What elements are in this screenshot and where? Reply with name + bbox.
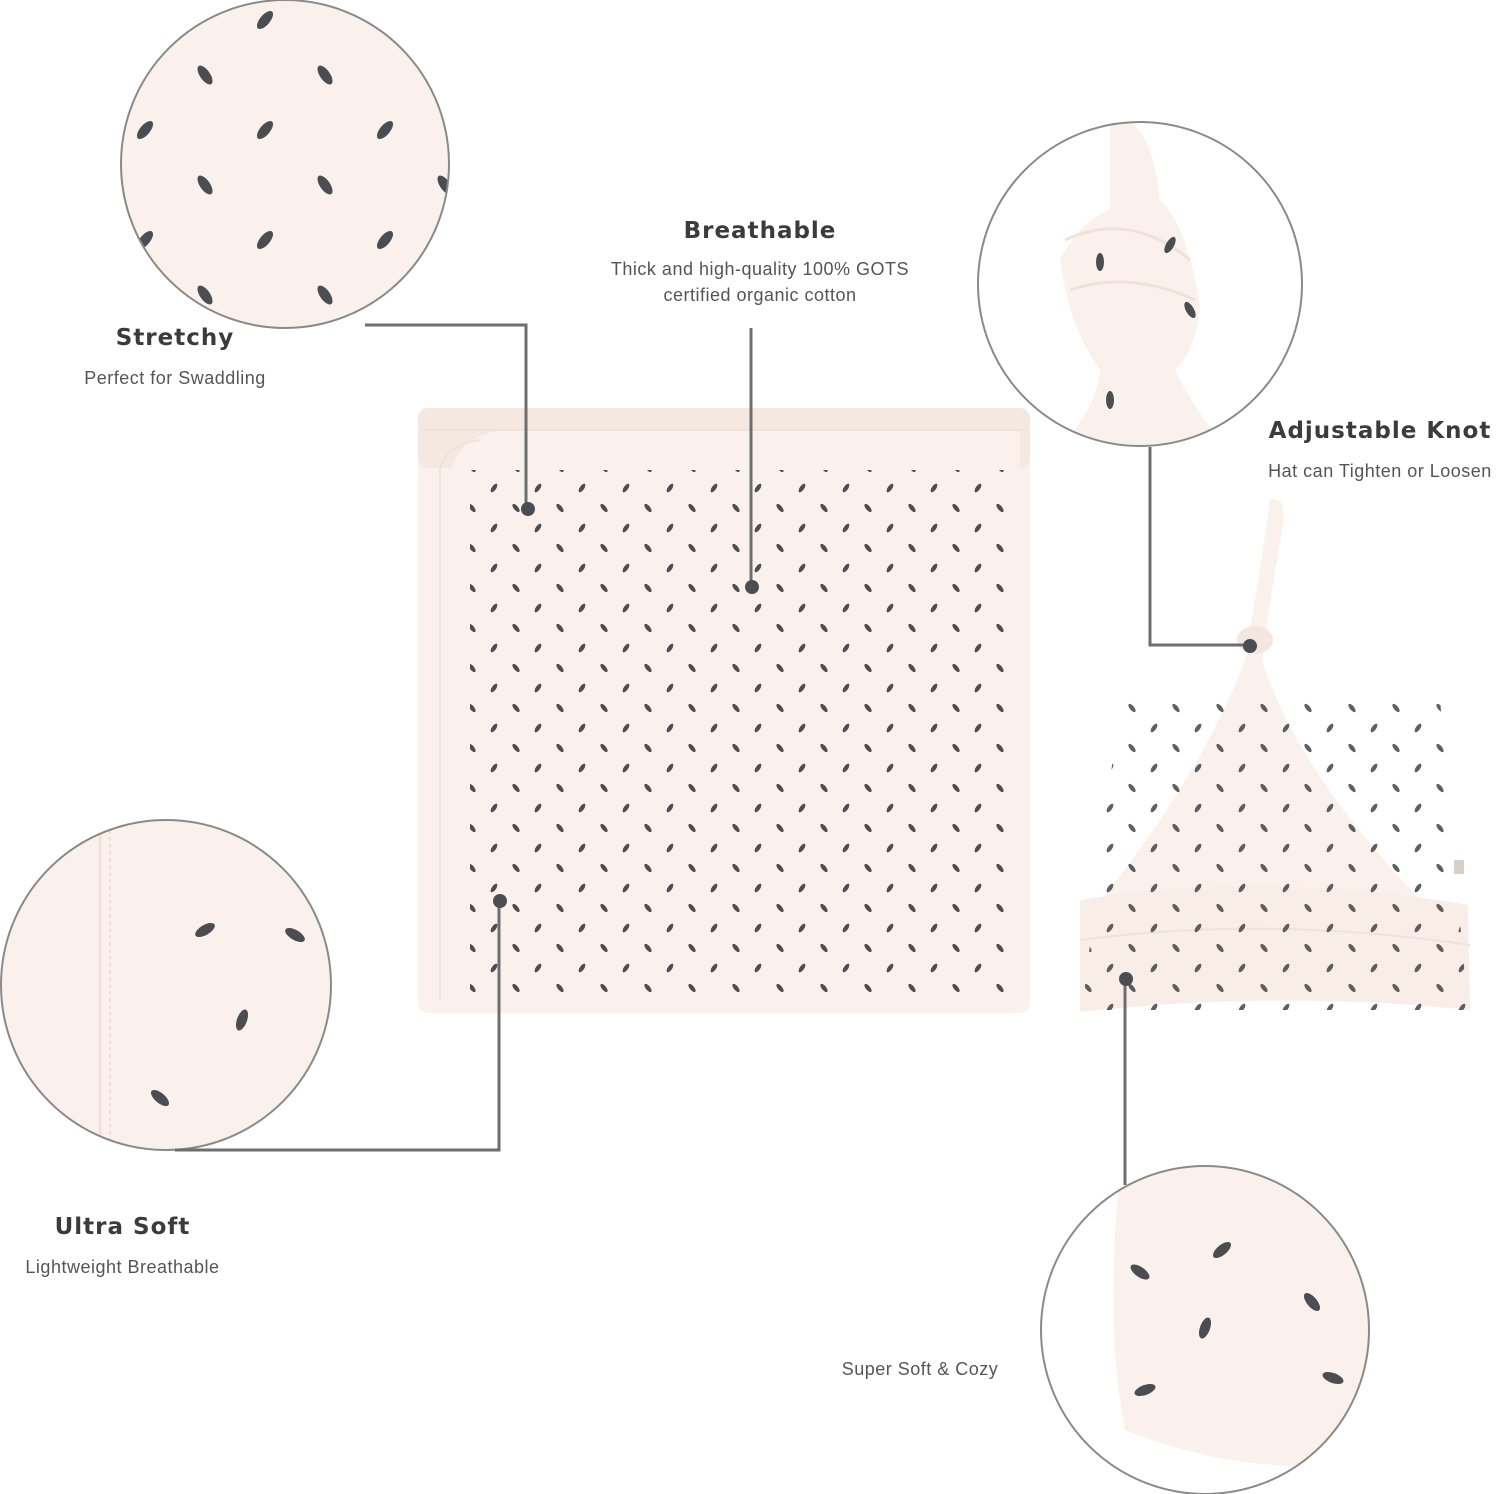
stretchy-callout: Stretchy Perfect for Swaddling — [40, 325, 310, 391]
breathable-description: Thick and high-quality 100% GOTS certifi… — [560, 256, 960, 308]
leader-dot-breathable — [745, 580, 759, 594]
hat-image — [1079, 499, 1471, 1012]
leader-stretchy — [365, 323, 528, 508]
leader-dot-ultra-soft — [493, 894, 507, 908]
adjustable-knot-callout: Adjustable Knot Hat can Tighten or Loose… — [1250, 418, 1500, 484]
super-soft-callout: Super Soft & Cozy — [800, 1356, 1040, 1382]
adjustable-knot-description: Hat can Tighten or Loosen — [1268, 461, 1492, 481]
ultra-soft-description: Lightweight Breathable — [25, 1257, 220, 1277]
breathable-description-line-2: certified organic cotton — [663, 285, 857, 305]
leader-knot — [1148, 447, 1250, 647]
leader-dot-stretchy — [521, 502, 535, 516]
stretchy-zoom-circle — [120, 0, 450, 329]
super-soft-zoom-circle — [1040, 1165, 1370, 1494]
leader-dot-knot — [1243, 639, 1257, 653]
super-soft-description: Super Soft & Cozy — [841, 1359, 999, 1379]
ultra-soft-zoom-circle — [0, 819, 332, 1151]
stretchy-title: Stretchy — [115, 325, 235, 351]
stretchy-description: Perfect for Swaddling — [84, 368, 266, 388]
leader-dot-super-soft — [1119, 972, 1133, 986]
breathable-callout: Breathable Thick and high-quality 100% G… — [560, 218, 960, 308]
knot-zoom-circle — [977, 121, 1303, 447]
ultra-soft-callout: Ultra Soft Lightweight Breathable — [0, 1214, 245, 1280]
blanket-image — [418, 408, 1030, 1013]
adjustable-knot-title: Adjustable Knot — [1268, 418, 1492, 444]
breathable-description-line-1: Thick and high-quality 100% GOTS — [610, 259, 910, 279]
leader-dots — [493, 502, 1257, 986]
leader-lines — [175, 323, 1250, 1185]
ultra-soft-title: Ultra Soft — [54, 1214, 191, 1240]
breathable-title: Breathable — [683, 218, 837, 244]
leader-ultra-soft — [175, 902, 501, 1152]
